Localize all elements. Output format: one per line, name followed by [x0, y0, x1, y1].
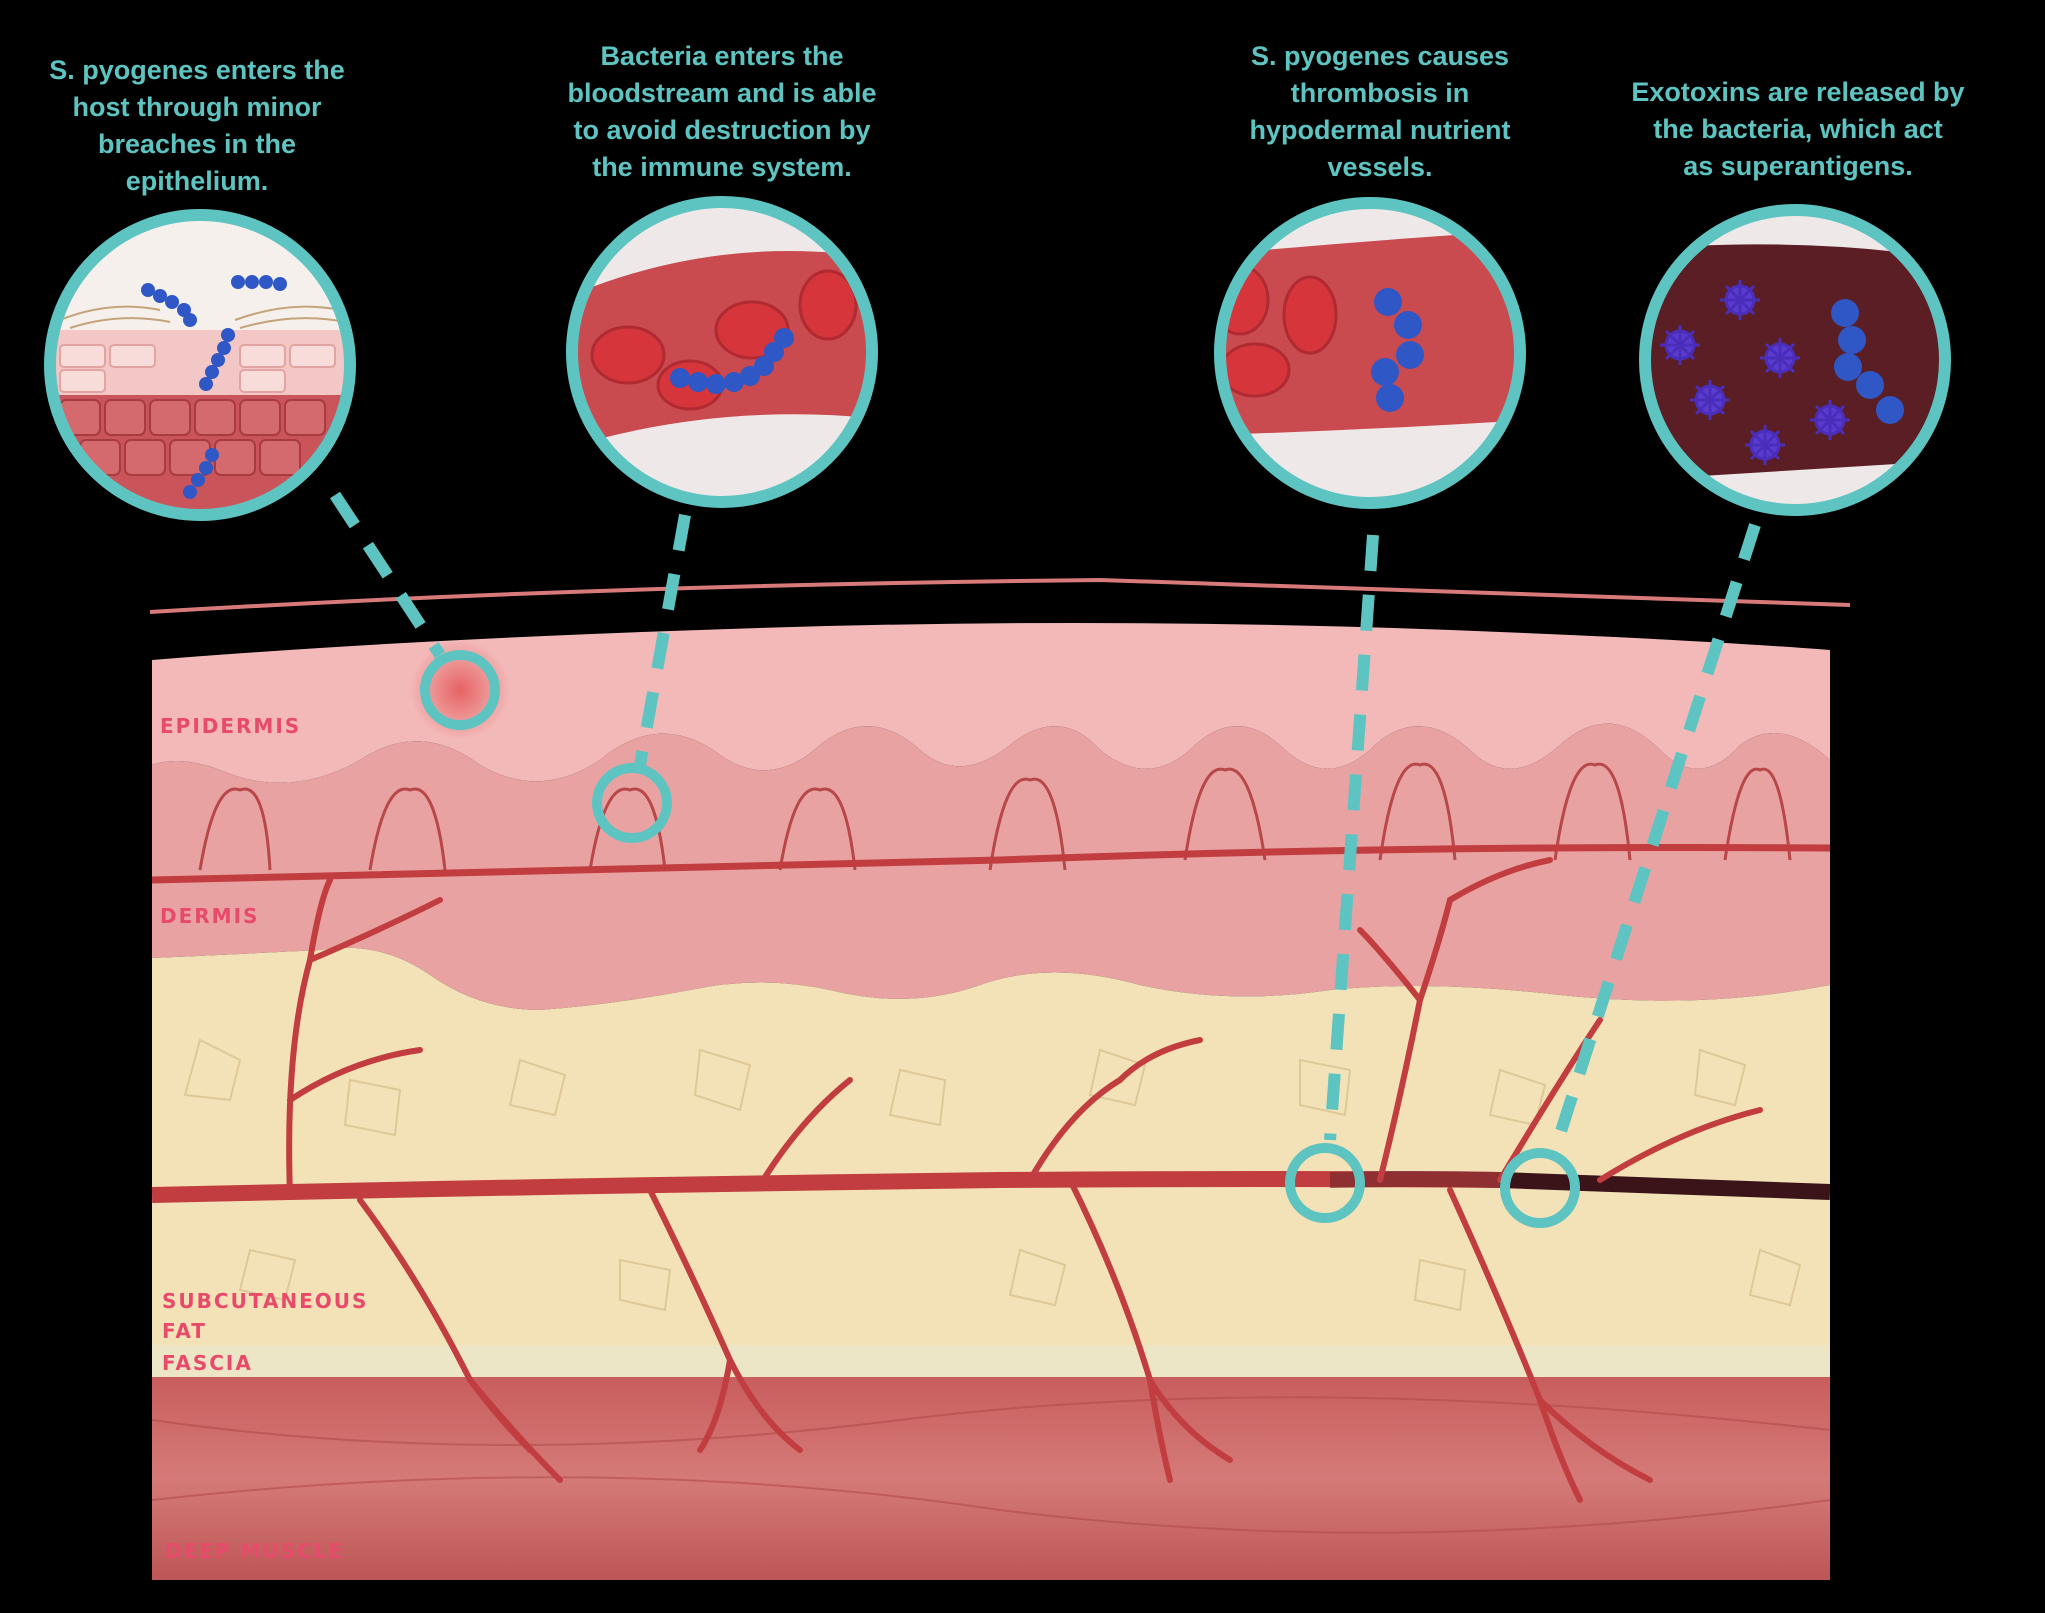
caption-entry: S. pyogenes enters the host through mino… [49, 55, 345, 196]
connectors [329, 491, 1761, 1152]
connector-entry [329, 491, 446, 659]
fascia-layer [152, 1345, 1830, 1377]
epidermis-layer [152, 622, 1830, 783]
label-dermis: DERMIS [160, 904, 259, 928]
connector-bloodstream [634, 513, 691, 767]
magnifier-bloodstream-icon [566, 196, 878, 508]
magnifier-epithelium-icon [44, 209, 356, 521]
connector-exotoxins [1549, 523, 1761, 1152]
caption-bloodstream: Bacteria enters the bloodstream and is a… [567, 41, 877, 182]
caption-thrombosis: S. pyogenes causes thrombosis in hypoder… [1249, 41, 1511, 182]
subcutaneous-fat-layer [152, 947, 1830, 1345]
connector-thrombosis [1324, 534, 1379, 1141]
label-deep-muscle: DEEP MUSCLE [165, 1539, 344, 1563]
label-epidermis: EPIDERMIS [160, 714, 301, 738]
layer-labels: EPIDERMIS DERMIS SUBCUTANEOUS FAT FASCIA… [160, 714, 368, 1563]
target-rings [420, 650, 1580, 1228]
thrombosed-vessel [1499, 1172, 1831, 1200]
magnifier-thrombosis-icon [1214, 197, 1526, 509]
label-subcutaneous: SUBCUTANEOUS [162, 1289, 368, 1313]
target-entry [420, 650, 500, 730]
target-bloodstream [592, 763, 672, 843]
label-fat: FAT [162, 1319, 207, 1343]
label-fascia: FASCIA [162, 1351, 253, 1375]
caption-exotoxins: Exotoxins are released by the bacteria, … [1631, 77, 1965, 181]
magnifier-exotoxin-icon [1639, 204, 1951, 516]
fat-cell-texture [183, 1038, 1802, 1312]
skin-cross-section [149, 577, 1851, 1580]
target-exotoxins [1500, 1148, 1580, 1228]
target-thrombosis [1285, 1143, 1365, 1223]
